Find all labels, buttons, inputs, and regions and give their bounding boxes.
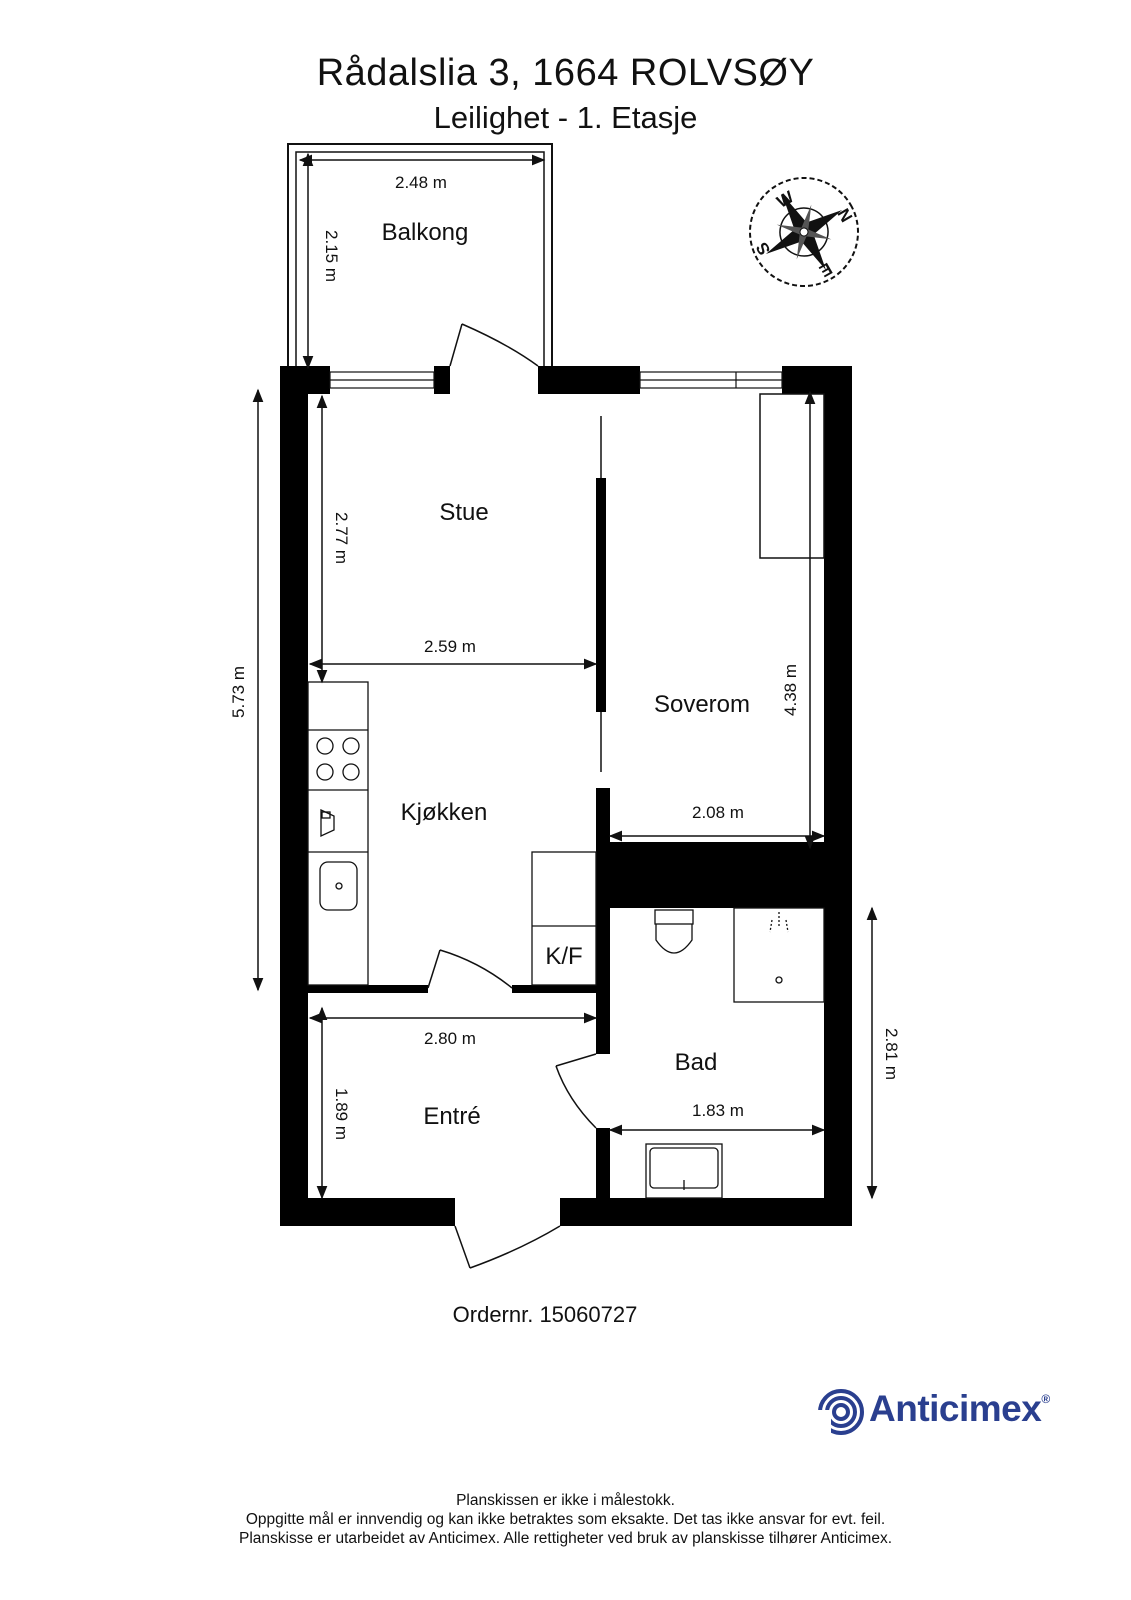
outer-walls [280,366,852,1226]
wardrobe [759,393,825,559]
compass-letter-n: N [833,205,856,225]
footer-line-2: Oppgitte mål er innvendig og kan ikke be… [245,1511,886,1528]
page-title: Rådalslia 3, 1664 ROLVSØY [316,52,815,94]
dishwasher-icon [320,808,335,838]
footer-line-3: Planskisse er utarbeidet av Anticimex. A… [238,1530,892,1547]
windows [329,371,783,389]
dim-total-length: 5.73 m [229,666,248,718]
footer-disclaimer: Planskissen er ikke i målestokk. Oppgitt… [0,1491,1131,1548]
room-label-bad: Bad [675,1049,718,1076]
kitchen-counter [307,681,597,986]
brand-reg: ® [1041,1392,1050,1406]
anticimex-logo-icon [817,1389,864,1436]
bathroom-fixtures [645,907,825,1199]
room-label-entre: Entré [423,1103,480,1130]
dim-entre-depth: 1.89 m [332,1088,351,1140]
room-label-soverom: Soverom [654,691,750,718]
doors [427,323,597,1269]
room-labels: Balkong Stue Soverom Kjøkken K/F Bad Ent… [382,219,750,1130]
order-number: Ordernr. 15060727 [452,1302,638,1327]
room-label-stue: Stue [439,499,488,526]
compass-rose-icon: W N E S [749,177,859,287]
fridge-freezer [531,851,597,986]
brand-name: Anticimex® [869,1388,1050,1429]
dim-soverom-depth: 4.38 m [781,664,800,716]
interior-walls [308,478,824,1198]
room-label-kf: K/F [545,943,582,970]
footer-line-1: Planskissen er ikke i målestokk. [456,1492,675,1509]
dim-balkong-width: 2.48 m [395,173,447,192]
dim-bad-depth: 2.81 m [882,1028,901,1080]
dim-stue-width: 2.59 m [424,637,476,656]
room-label-balkong: Balkong [382,219,469,246]
dim-entre-width: 2.80 m [424,1029,476,1048]
dim-balkong-depth: 2.15 m [322,230,341,282]
dim-bad-width: 1.83 m [692,1101,744,1120]
toilet [654,909,694,954]
dim-stue-depth: 2.77 m [332,512,351,564]
shower [733,907,825,1003]
balcony [287,143,553,368]
dim-soverom-width: 2.08 m [692,803,744,822]
stove [316,737,360,781]
bath-sink [645,1143,723,1199]
compass-letter-s: S [752,239,774,258]
dimension-lines [252,152,878,1200]
room-label-kjokken: Kjøkken [401,799,488,826]
page-subtitle: Leilighet - 1. Etasje [433,100,698,135]
kitchen-sink [319,861,358,911]
dimension-labels: 2.48 m 2.15 m 2.77 m 2.59 m 5.73 m 4.38 … [229,173,901,1140]
